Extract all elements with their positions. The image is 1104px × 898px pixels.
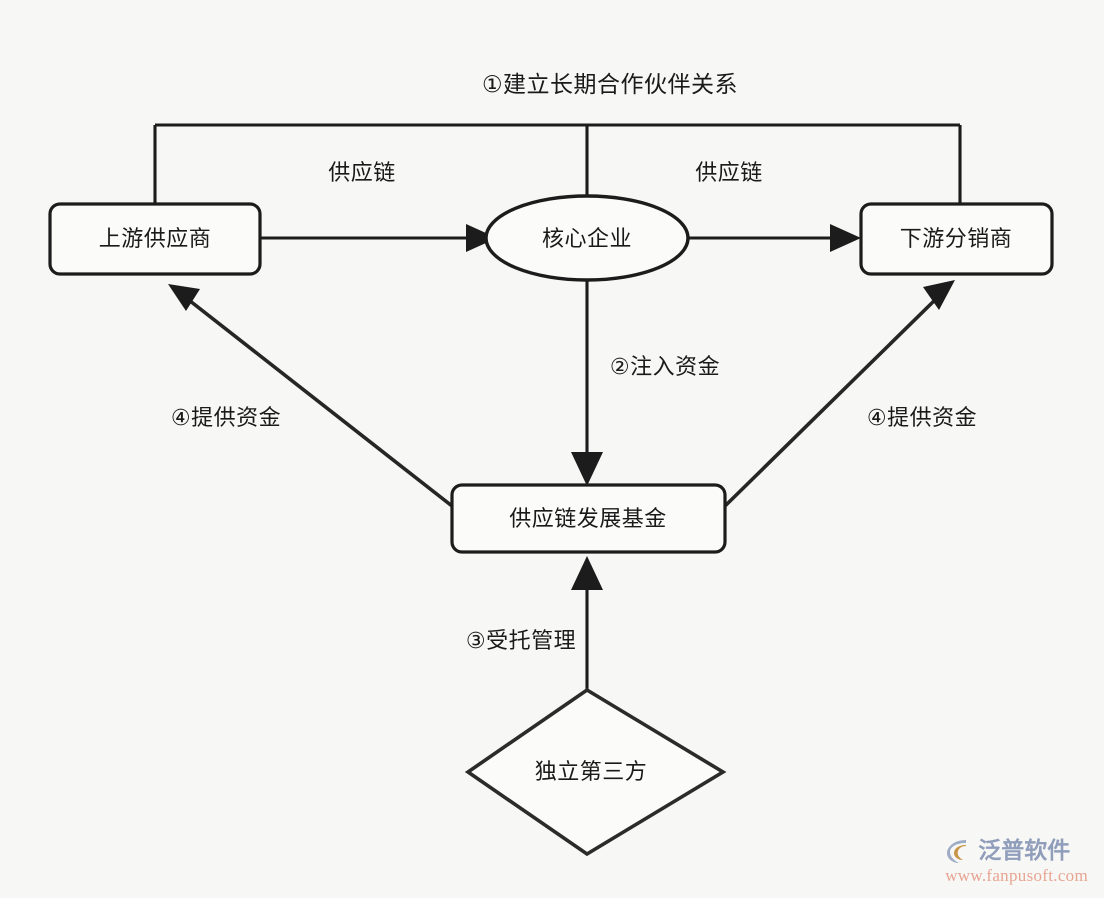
watermark-brand-text: 泛普软件 (978, 837, 1071, 864)
partnership-note-label: ①建立长期合作伙伴关系 (482, 71, 738, 97)
supply-chain-fund-label: 供应链发展基金 (509, 506, 667, 531)
fund-downstream-line (723, 295, 940, 508)
fund-upstream-arrowhead (168, 284, 200, 311)
node-core-enterprise[interactable]: 核心企业 (484, 194, 690, 282)
inject-funds-label: ②注入资金 (610, 354, 720, 379)
edge-core-to-downstream (688, 224, 861, 252)
edge-partnership-bracket (153, 123, 962, 204)
watermark-brand-row: 泛普软件 (944, 836, 1070, 866)
entrusted-management-label: ③受托管理 (466, 628, 576, 653)
node-downstream-distributor[interactable]: 下游分销商 (859, 202, 1054, 276)
independent-third-party-diamond[interactable] (464, 687, 727, 857)
supply-chain-right-label: 供应链 (695, 160, 763, 185)
provide-funds-left-label: ④提供资金 (171, 405, 281, 430)
edge-fund-to-upstream (168, 284, 454, 508)
node-independent-third-party[interactable]: 独立第三方 (464, 687, 727, 857)
node-supply-chain-fund[interactable]: 供应链发展基金 (450, 483, 727, 554)
edge-upstream-to-core (260, 224, 497, 252)
core-fund-arrowhead (571, 452, 603, 486)
upstream-core-arrowhead (466, 224, 497, 252)
supply-chain-fund-box[interactable] (450, 483, 727, 554)
fanpu-logo-icon (944, 836, 974, 866)
edge-fund-to-downstream (723, 280, 955, 508)
independent-third-party-label: 独立第三方 (535, 759, 648, 784)
downstream-distributor-label: 下游分销商 (900, 226, 1013, 251)
watermark-url-text: www.fanpusoft.com (945, 866, 1088, 885)
core-downstream-arrowhead (830, 224, 861, 252)
watermark: 泛普软件 www.fanpusoft.com (944, 836, 1088, 884)
edge-core-to-fund (571, 280, 603, 486)
core-enterprise-ellipse[interactable] (484, 194, 690, 282)
thirdparty-fund-arrowhead (571, 556, 603, 590)
node-upstream-supplier[interactable]: 上游供应商 (48, 202, 262, 276)
supply-chain-left-label: 供应链 (328, 160, 396, 185)
provide-funds-right-label: ④提供资金 (867, 405, 977, 430)
upstream-supplier-box[interactable] (48, 202, 262, 276)
fund-upstream-line (183, 295, 454, 508)
core-enterprise-label: 核心企业 (542, 226, 632, 251)
fund-downstream-arrowhead (923, 280, 955, 310)
upstream-supplier-label: 上游供应商 (99, 226, 212, 251)
downstream-distributor-box[interactable] (859, 202, 1054, 276)
edge-thirdparty-to-fund (571, 556, 603, 690)
